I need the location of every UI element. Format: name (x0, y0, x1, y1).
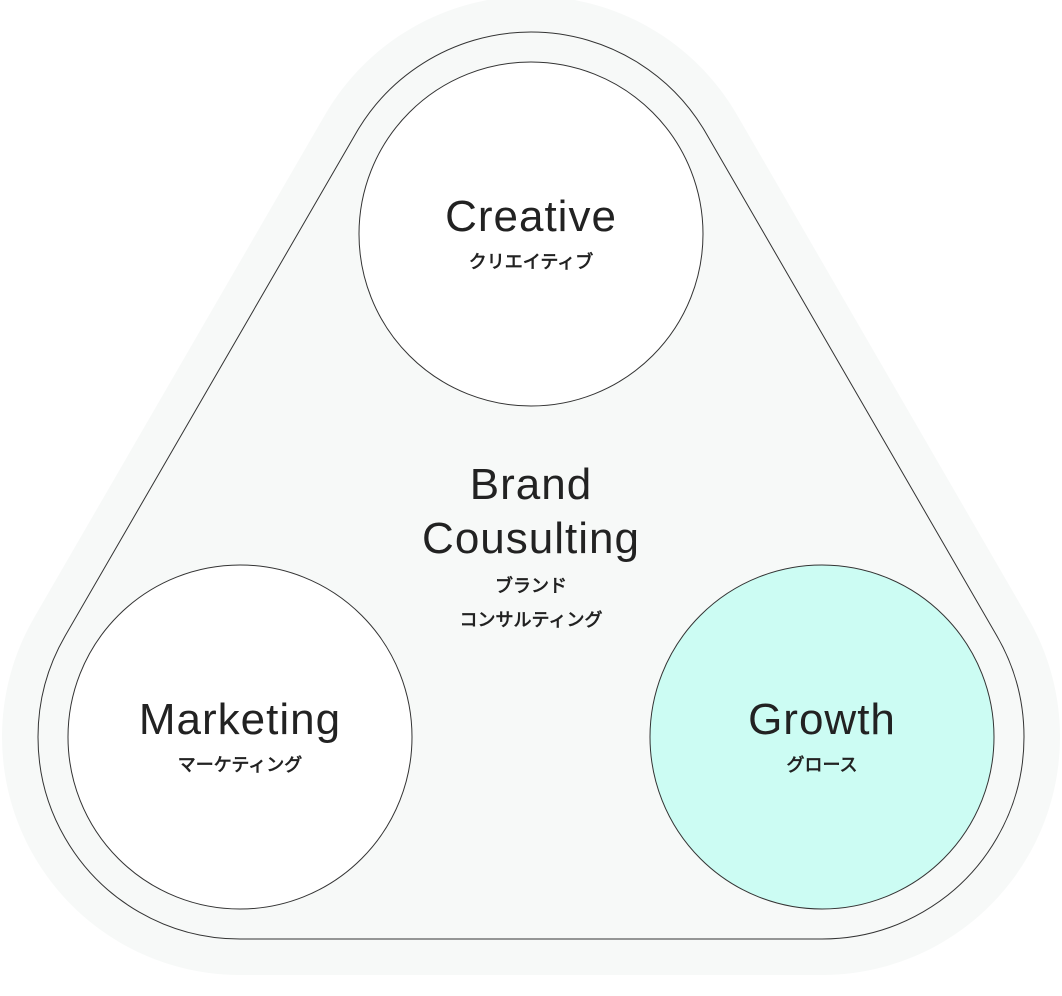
creative-label: Creative クリエイティブ (445, 190, 617, 278)
growth-title: Growth (748, 695, 896, 744)
creative-subtitle: クリエイティブ (468, 252, 594, 273)
center-subtitle-line2: コンサルティング (459, 610, 603, 631)
marketing-label: Marketing マーケティング (139, 693, 341, 781)
center-subtitle-line1: ブランド (495, 576, 567, 597)
center-label: Brand Cousulting ブランド コンサルティング (422, 458, 640, 636)
marketing-subtitle: マーケティング (177, 755, 303, 776)
creative-title: Creative (445, 192, 617, 241)
creative-circle (358, 61, 704, 407)
marketing-circle (67, 564, 413, 910)
growth-subtitle: グロース (786, 755, 858, 776)
growth-circle (649, 564, 995, 910)
brand-consulting-boundary (37, 31, 1025, 940)
center-title-line2: Cousulting (422, 514, 640, 563)
marketing-title: Marketing (138, 695, 342, 744)
growth-label: Growth グロース (748, 693, 896, 781)
center-title-line1: Brand (469, 460, 593, 509)
